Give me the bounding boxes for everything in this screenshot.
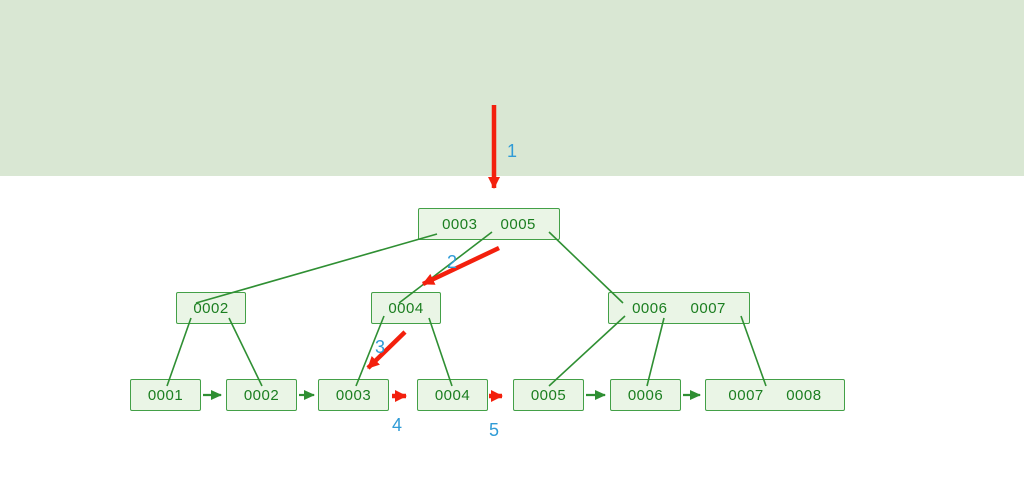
search-arrow-step-2 xyxy=(422,245,500,287)
internal-node-0006-0007: 0006 0007 xyxy=(608,292,750,324)
node-key: 0008 xyxy=(786,386,822,404)
internal-node-0004: 0004 xyxy=(371,292,441,324)
node-key: 0007 xyxy=(728,386,764,404)
node-key: 0002 xyxy=(193,299,229,317)
node-key: 0004 xyxy=(434,386,471,404)
edge-0007-to-leaf-0007 xyxy=(740,315,767,387)
internal-node-0002: 0002 xyxy=(176,292,246,324)
leaf-node-0004: 0004 xyxy=(417,379,488,411)
leaf-node-0007-0008: 0007 0008 xyxy=(705,379,845,411)
leaf-node-0005: 0005 xyxy=(513,379,584,411)
node-key: 0005 xyxy=(530,386,567,404)
node-key: 0007 xyxy=(690,299,726,317)
edge-0004-to-leaf-0003 xyxy=(355,315,385,387)
node-key: 0004 xyxy=(388,299,424,317)
node-key: 0003 xyxy=(442,215,478,233)
edge-0002-to-leaf-0002 xyxy=(228,317,263,387)
root-node: 0003 0005 xyxy=(418,208,560,240)
search-arrow-step-3 xyxy=(366,330,407,370)
leaf-node-0003: 0003 xyxy=(318,379,389,411)
node-key: 0006 xyxy=(632,299,668,317)
node-key: 0006 xyxy=(627,386,664,404)
leaf-node-0002: 0002 xyxy=(226,379,297,411)
edge-0004-to-leaf-0004 xyxy=(428,317,453,387)
node-key: 0003 xyxy=(335,386,372,404)
top-banner xyxy=(0,0,1024,176)
node-key: 0002 xyxy=(243,386,280,404)
edge-0002-to-leaf-0001 xyxy=(166,317,192,387)
step-label-4: 4 xyxy=(392,415,403,435)
edge-0006-to-leaf-0006 xyxy=(646,317,665,387)
leaf-node-0001: 0001 xyxy=(130,379,201,411)
edge-0006-to-leaf-0005 xyxy=(548,315,626,387)
step-label-3: 3 xyxy=(375,337,386,357)
step-label-2: 2 xyxy=(447,252,458,272)
leaf-node-0006: 0006 xyxy=(610,379,681,411)
node-key: 0001 xyxy=(147,386,184,404)
node-key: 0005 xyxy=(500,215,536,233)
step-label-5: 5 xyxy=(489,420,500,440)
